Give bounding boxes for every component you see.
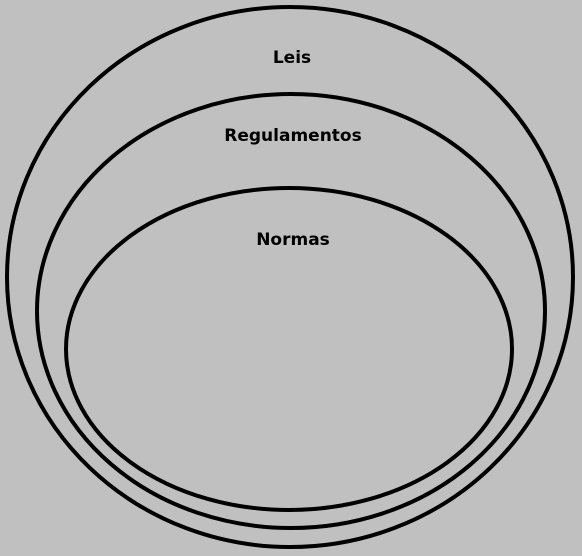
normas-label: Normas <box>256 230 330 250</box>
set-normas: Normas <box>64 186 514 512</box>
normas-ellipse <box>64 186 514 512</box>
leis-label: Leis <box>273 48 311 68</box>
set-leis: Leis <box>5 5 575 549</box>
regulamentos-ellipse <box>35 92 547 530</box>
leis-ellipse <box>5 5 575 549</box>
set-regulamentos: Regulamentos <box>35 92 547 530</box>
regulamentos-label: Regulamentos <box>224 126 361 146</box>
